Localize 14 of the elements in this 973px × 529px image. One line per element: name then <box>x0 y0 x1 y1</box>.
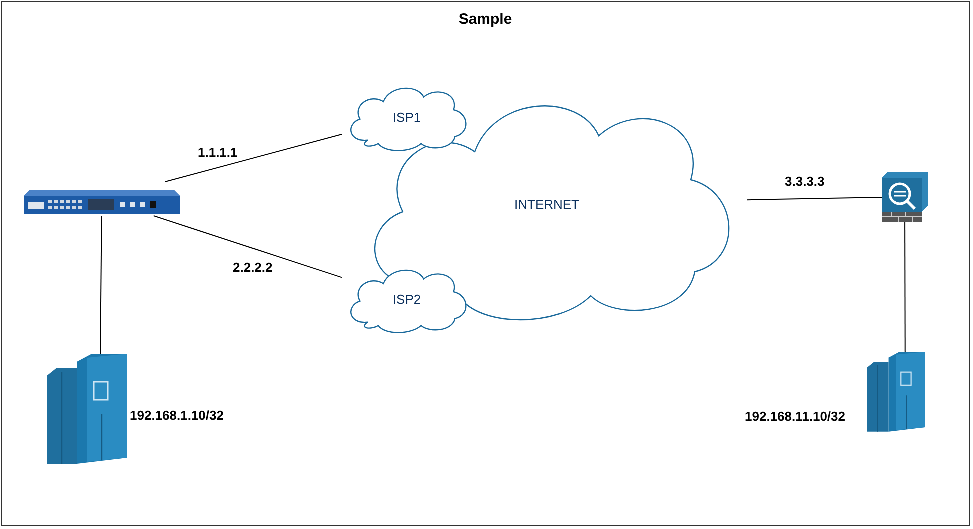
connector-line <box>164 134 342 182</box>
edge-label: 3.3.3.3 <box>784 174 826 189</box>
node-label: ISP2 <box>392 292 422 306</box>
connector-line <box>904 222 906 352</box>
ip-address-label: 192.168.11.10/32 <box>745 409 846 424</box>
connector-line <box>153 216 342 278</box>
edge-label: 1.1.1.1 <box>197 145 239 160</box>
diagram-title: Sample <box>458 11 514 28</box>
connector-line <box>746 196 882 201</box>
ip-address-label: 192.168.1.10/32 <box>130 408 224 423</box>
connector-line <box>100 216 102 354</box>
node-label: INTERNET <box>514 196 580 212</box>
edge-label: 2.2.2.2 <box>232 260 274 275</box>
node-label: ISP1 <box>392 110 422 124</box>
